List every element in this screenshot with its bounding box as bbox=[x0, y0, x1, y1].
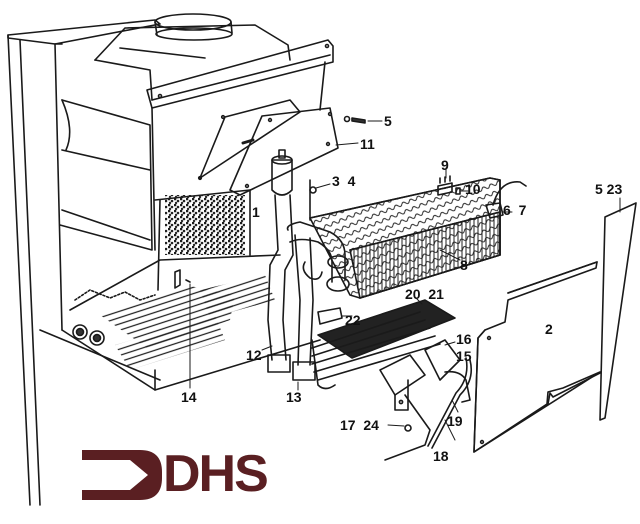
callout-9: 9 bbox=[441, 157, 449, 173]
callout-17-24: 17 24 bbox=[340, 417, 379, 433]
part-20-21-burner bbox=[311, 296, 456, 390]
base-knobs bbox=[72, 324, 105, 346]
part-18-19-tubes bbox=[427, 357, 473, 449]
part-17-24-thermocouple bbox=[384, 394, 431, 461]
part-6-7-connector bbox=[485, 181, 527, 219]
callout-5-23: 5 23 bbox=[595, 181, 623, 197]
callout-12: 12 bbox=[246, 347, 262, 363]
callout-3-4: 3 4 bbox=[332, 173, 356, 189]
part-5-screw bbox=[343, 115, 383, 124]
callout-2: 2 bbox=[545, 321, 553, 337]
callout-18: 18 bbox=[433, 448, 449, 464]
part-14-bracket bbox=[174, 269, 191, 389]
gas-manifold bbox=[379, 339, 471, 411]
callout-13: 13 bbox=[286, 389, 302, 405]
callout-19: 19 bbox=[447, 413, 463, 429]
dhs-logo-arrow bbox=[82, 450, 162, 500]
callout-8: 8 bbox=[460, 257, 468, 273]
refractory-walls bbox=[165, 195, 245, 255]
part-13-pipe bbox=[292, 234, 316, 391]
part-9-limit-switch bbox=[437, 167, 453, 196]
part-3-4-sensor bbox=[309, 179, 331, 221]
part-8-heat-exchanger bbox=[309, 177, 501, 299]
callout-1: 1 bbox=[252, 204, 260, 220]
callout-5: 5 bbox=[384, 113, 392, 129]
callout-11: 11 bbox=[360, 136, 375, 152]
part-10-sensor bbox=[455, 187, 469, 195]
dhs-logo-text: DHS bbox=[163, 445, 269, 503]
callout-20-21: 20 21 bbox=[405, 286, 444, 302]
callout-10: 10 bbox=[465, 181, 481, 197]
callout-16: 16 bbox=[456, 331, 472, 347]
floor-grate bbox=[100, 275, 275, 370]
part-23-side-strip bbox=[599, 197, 637, 421]
boiler-casing bbox=[7, 13, 334, 506]
callout-6-7: 6 7 bbox=[503, 202, 527, 218]
part-22-bracket bbox=[317, 307, 353, 325]
callout-15: 15 bbox=[456, 348, 472, 364]
part-2-front-panel bbox=[473, 261, 601, 453]
part-12-pipe bbox=[261, 194, 294, 373]
part-11-access-plate bbox=[229, 107, 359, 196]
part-1-air-vent bbox=[271, 149, 293, 196]
callout-14: 14 bbox=[181, 389, 197, 405]
callout-22: 22 bbox=[345, 312, 361, 328]
